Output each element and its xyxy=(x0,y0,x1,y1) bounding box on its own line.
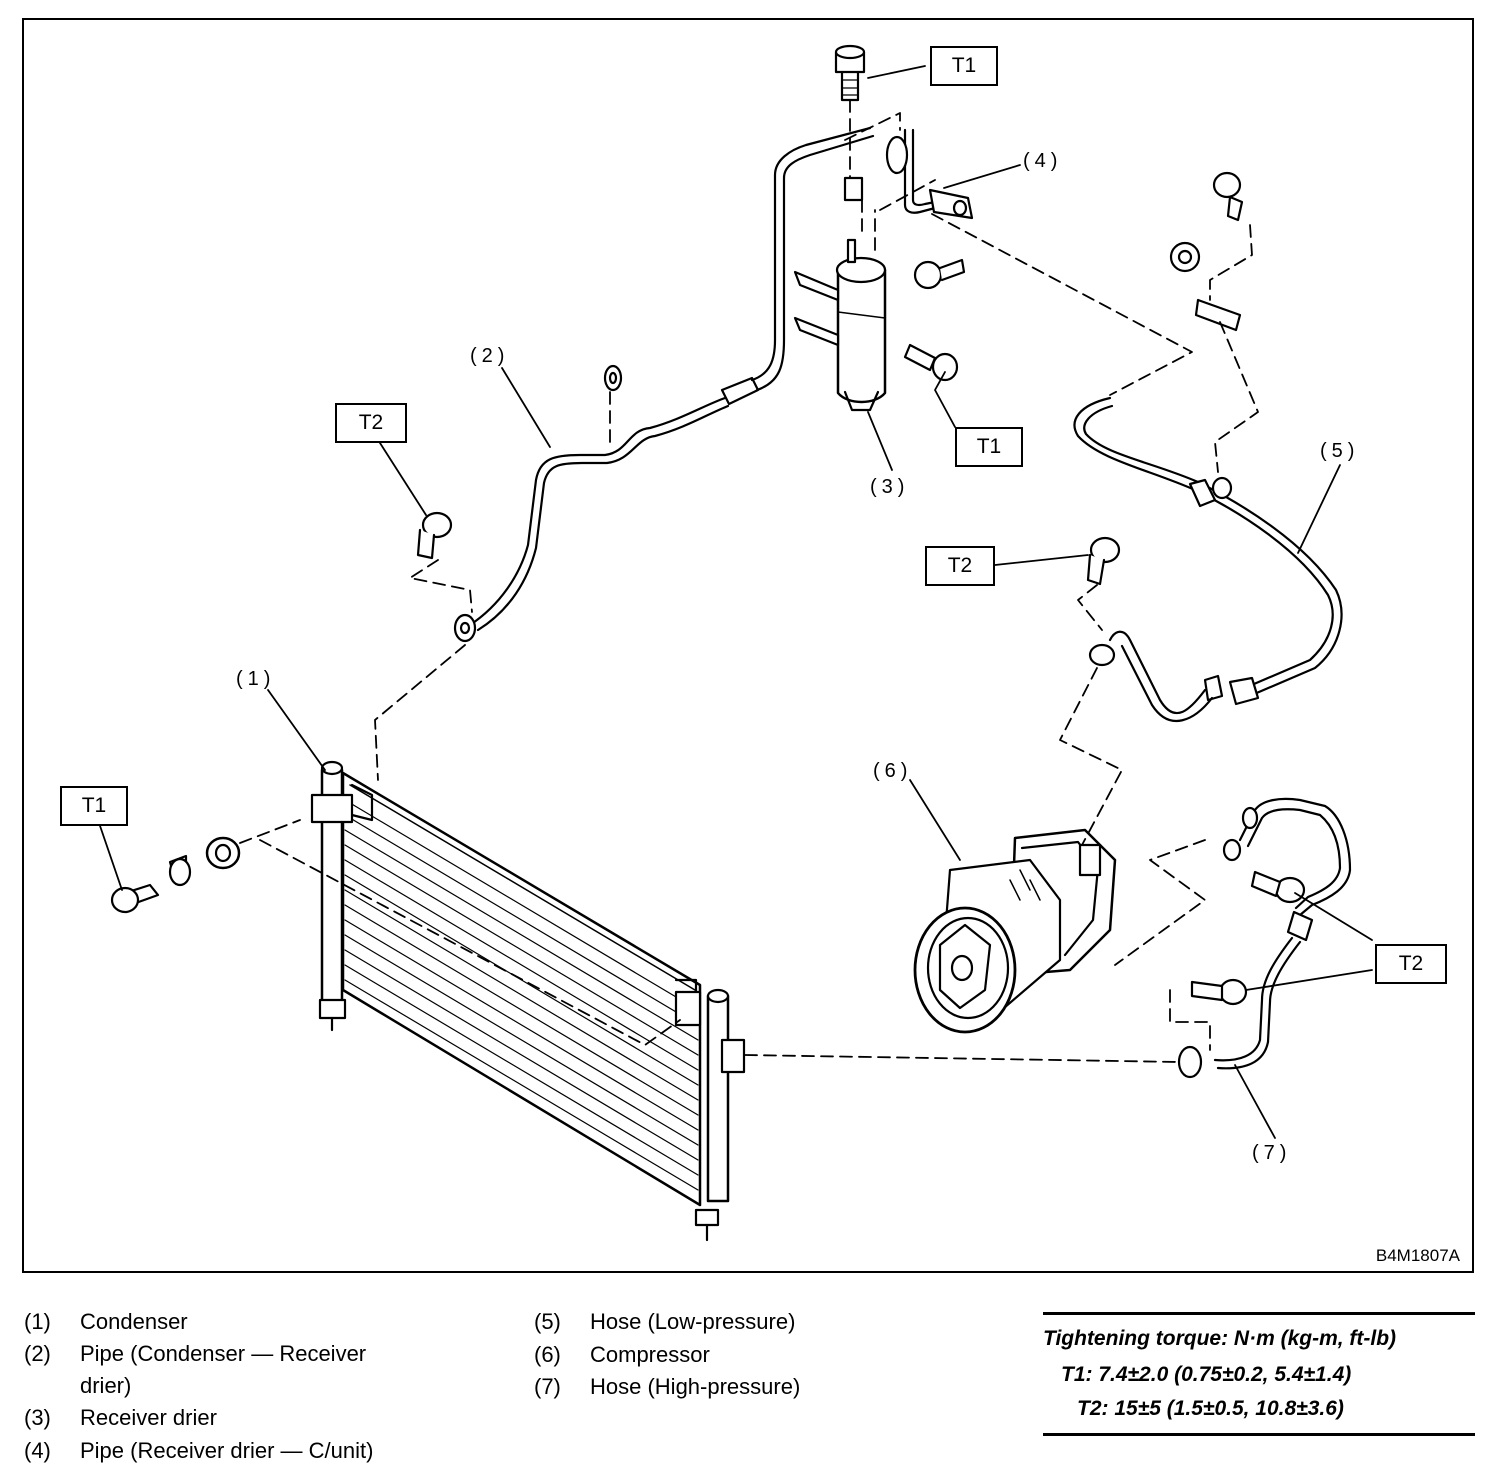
legend-item-7: (7)Hose (High-pressure) xyxy=(534,1374,801,1399)
torque-t2-spec: T2: 15±5 (1.5±0.5, 10.8±3.6) xyxy=(1077,1397,1344,1420)
callout-4: (4) xyxy=(1023,150,1063,172)
legend-item-1: (1)Condenser xyxy=(24,1309,188,1334)
torque-tag-t1: T1 xyxy=(930,46,998,86)
legend-item-2: (2)Pipe (Condenser — Receiver drier) xyxy=(24,1341,367,1398)
condenser xyxy=(310,760,746,1242)
callout-1: (1) xyxy=(236,668,276,690)
callout-6: (6) xyxy=(873,760,913,782)
legend-item-6: (6)Compressor xyxy=(534,1342,710,1367)
receiver-drier xyxy=(793,176,887,412)
diagram-frame xyxy=(22,18,1474,1273)
torque-spec-box: Tightening torque: N·m (kg-m, ft-lb) T1:… xyxy=(1043,1312,1475,1436)
torque-heading: Tightening torque: N·m (kg-m, ft-lb) xyxy=(1043,1327,1397,1350)
pipe-condenser-receiver xyxy=(453,126,875,643)
callout-2: (2) xyxy=(470,345,510,367)
torque-tag-t2: T2 xyxy=(1375,944,1447,984)
legend-item-3: (3)Receiver drier xyxy=(24,1405,217,1430)
hose-high-pressure xyxy=(1177,797,1352,1079)
assembly-lines xyxy=(239,99,1259,1063)
receiver-bolts xyxy=(903,258,966,382)
leader-lines xyxy=(97,65,1373,1139)
torque-tag-t1: T1 xyxy=(60,786,128,826)
torque-tag-t2: T2 xyxy=(925,546,995,586)
torque-t1-spec: T1: 7.4±2.0 (0.75±0.2, 5.4±1.4) xyxy=(1061,1363,1352,1386)
hose-low-pressure xyxy=(1073,171,1343,723)
figure-id: B4M1807A xyxy=(1375,1246,1460,1265)
compressor xyxy=(913,828,1117,1034)
legend-item-5: (5)Hose (Low-pressure) xyxy=(534,1309,796,1334)
callout-7: (7) xyxy=(1252,1142,1292,1164)
callout-3: (3) xyxy=(870,476,910,498)
condenser-mount-hardware xyxy=(110,836,241,914)
bolt-t2-pipe2 xyxy=(416,511,453,560)
bolt-t2-hose5 xyxy=(1086,536,1121,586)
bolt-t1-top xyxy=(834,44,866,102)
legend-item-4: (4)Pipe (Receiver drier — C/unit) xyxy=(24,1438,374,1463)
torque-tag-t1: T1 xyxy=(955,427,1023,467)
callout-5: (5) xyxy=(1320,440,1360,462)
torque-tag-t2: T2 xyxy=(335,403,407,443)
pipe-receiver-cunit xyxy=(885,128,974,220)
